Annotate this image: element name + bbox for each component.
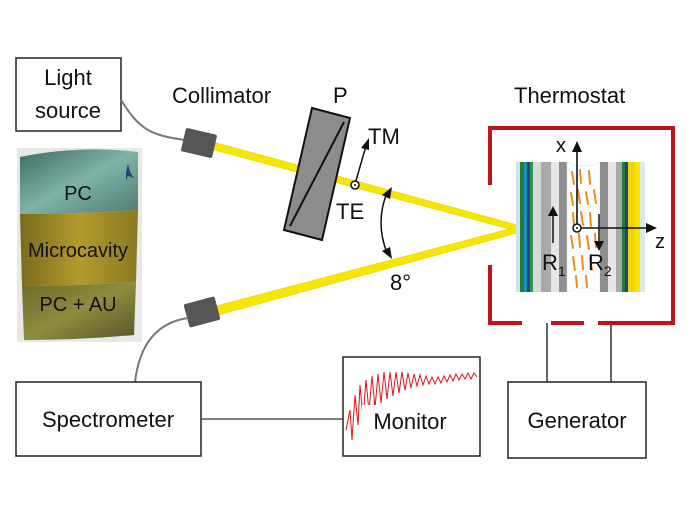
sample-pc-au-label: PC + AU — [39, 294, 116, 316]
monitor-label: Monitor — [373, 409, 446, 434]
output-collimator-block — [183, 296, 221, 328]
thermostat-frame — [488, 126, 675, 325]
generator-label: Generator — [527, 408, 626, 433]
sample-photo: PC Microcavity PC + AU — [17, 148, 142, 342]
r2-label: R2 — [588, 250, 612, 279]
tm-label: TM — [368, 124, 400, 149]
sample-stack — [516, 161, 645, 293]
output-fiber — [134, 317, 189, 383]
x-axis-label: x — [556, 135, 566, 157]
polarizer-label: P — [333, 83, 348, 108]
light-source-label-2: source — [35, 98, 101, 123]
light-source-box: Light source — [15, 57, 122, 132]
monitor-box: Monitor — [342, 356, 481, 457]
sample-pc-label: PC — [64, 183, 92, 205]
tm-arrowhead — [361, 138, 369, 150]
monitor-spectrum-trace — [345, 371, 478, 441]
angle-label: 8° — [390, 270, 411, 295]
angle-arc — [380, 192, 388, 254]
tm-arrow — [354, 145, 367, 185]
z-axis-label: z — [655, 231, 665, 253]
input-collimator-block — [181, 128, 217, 158]
input-fiber — [120, 99, 186, 141]
polarizer — [282, 106, 352, 242]
te-label: TE — [336, 199, 364, 224]
thermostat-label: Thermostat — [514, 83, 625, 108]
reflected-beam — [211, 225, 522, 317]
generator-box: Generator — [507, 381, 647, 459]
r1-label: R1 — [542, 250, 566, 279]
light-source-label-1: Light — [44, 65, 92, 90]
collimator-label: Collimator — [172, 83, 271, 108]
spectrometer-label: Spectrometer — [42, 407, 174, 432]
incident-beam — [209, 140, 522, 233]
spectrometer-box: Spectrometer — [15, 381, 202, 457]
sample-microcavity-label: Microcavity — [28, 240, 128, 262]
